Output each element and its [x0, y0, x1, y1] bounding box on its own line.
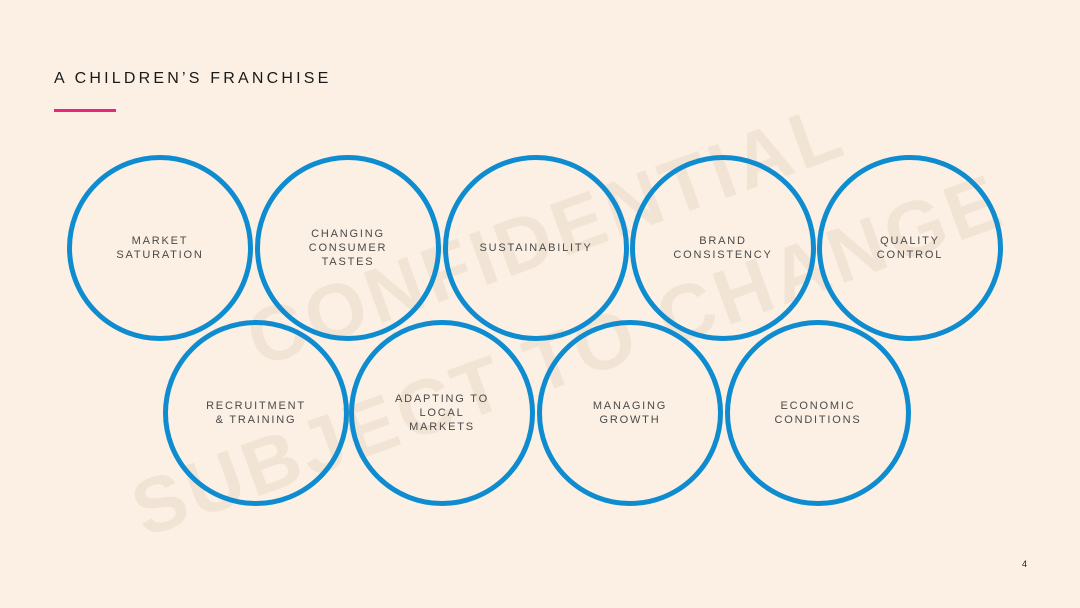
title-accent-line: [54, 109, 116, 112]
challenge-circle-market-saturation: MARKET SATURATION: [67, 155, 253, 341]
circle-label: MARKET SATURATION: [116, 235, 204, 261]
challenge-circle-quality-control: QUALITY CONTROL: [817, 155, 1003, 341]
circle-label: ADAPTING TO LOCAL MARKETS: [395, 393, 489, 433]
challenge-circle-adapting-to-local-markets: ADAPTING TO LOCAL MARKETS: [349, 320, 535, 506]
circle-label: ECONOMIC CONDITIONS: [774, 400, 862, 426]
challenge-circle-economic-conditions: ECONOMIC CONDITIONS: [725, 320, 911, 506]
challenge-circle-brand-consistency: BRAND CONSISTENCY: [630, 155, 816, 341]
challenge-circle-managing-growth: MANAGING GROWTH: [537, 320, 723, 506]
challenge-circle-sustainability: SUSTAINABILITY: [443, 155, 629, 341]
circle-label: QUALITY CONTROL: [876, 235, 944, 261]
circle-label: RECRUITMENT & TRAINING: [206, 400, 306, 426]
slide-title: A CHILDREN’S FRANCHISE: [54, 70, 332, 87]
challenge-circle-changing-consumer-tastes: CHANGING CONSUMER TASTES: [255, 155, 441, 341]
circle-label: SUSTAINABILITY: [479, 242, 593, 254]
page-number: 4: [1021, 559, 1027, 569]
challenge-circle-recruitment-training: RECRUITMENT & TRAINING: [163, 320, 349, 506]
circle-label: CHANGING CONSUMER TASTES: [308, 228, 388, 268]
circle-label: BRAND CONSISTENCY: [673, 235, 773, 261]
circle-label: MANAGING GROWTH: [592, 400, 668, 426]
